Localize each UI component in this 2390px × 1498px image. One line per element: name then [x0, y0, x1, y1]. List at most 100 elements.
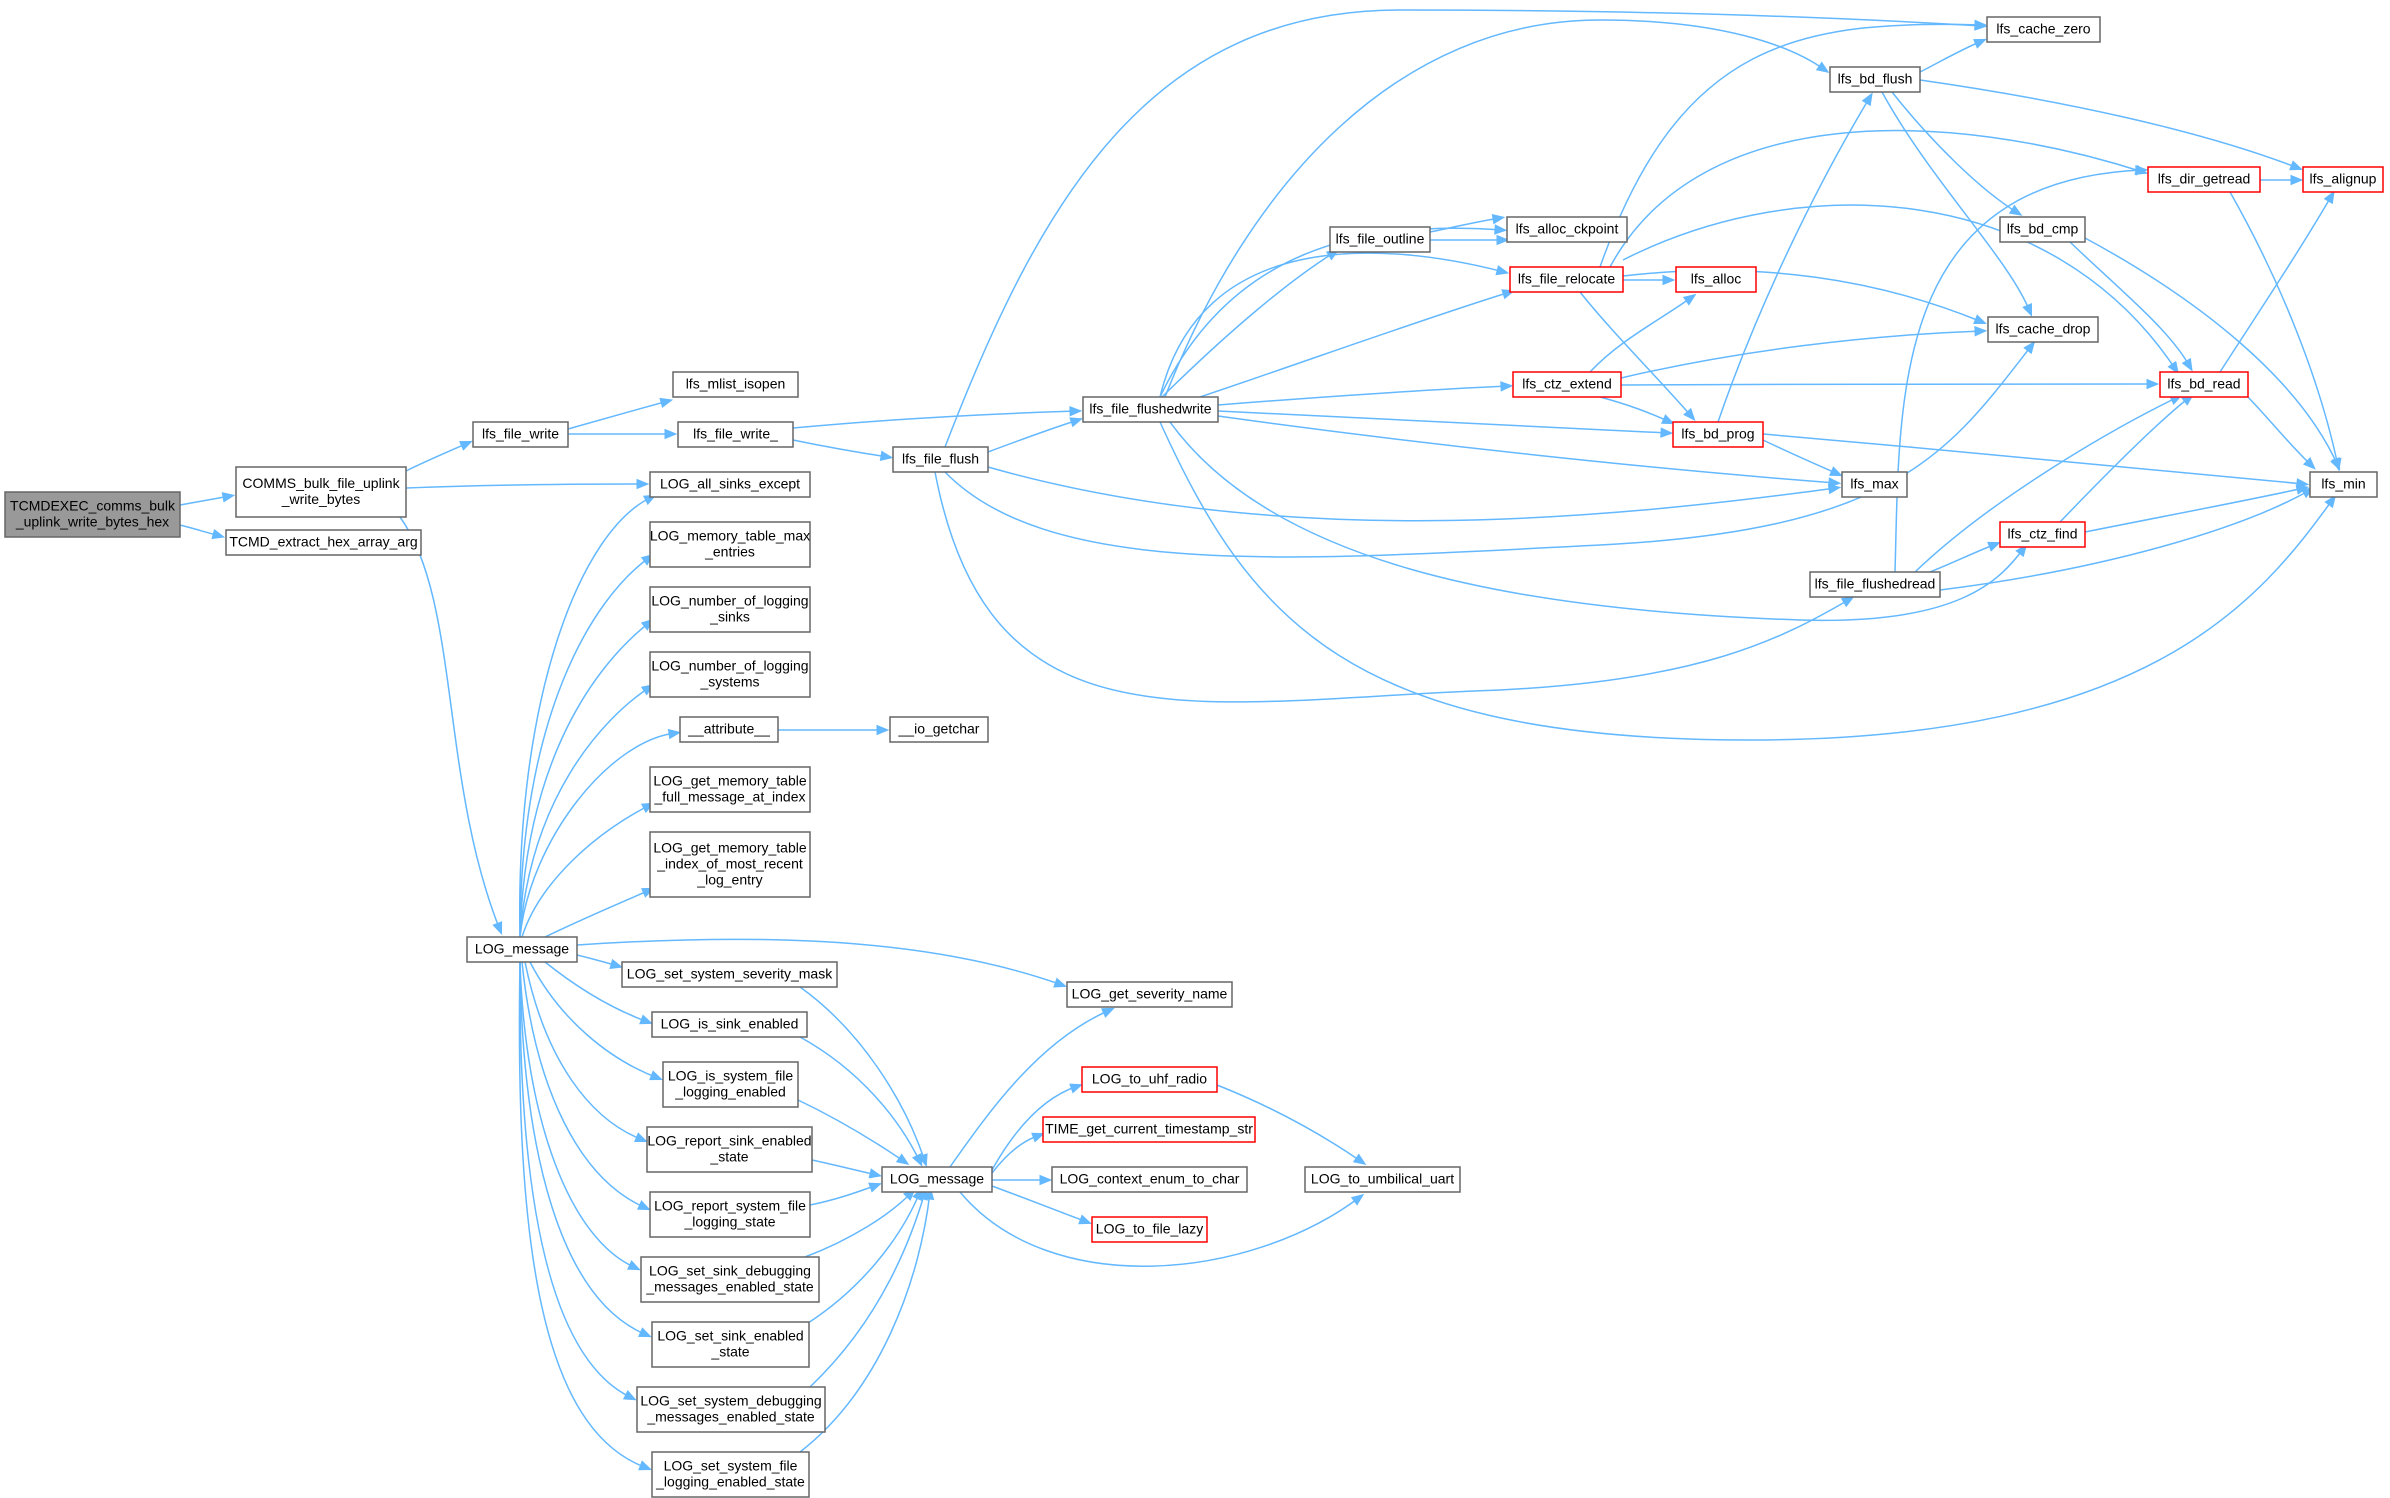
edge-log_message_a-to-log_set_sink_enabled [519, 961, 652, 1338]
node-lfs-file-flush[interactable]: lfs_file_flush [892, 446, 989, 473]
node-log-get-full-message[interactable]: LOG_get_memory_table_full_message_at_ind… [649, 766, 811, 813]
node-lfs-file-flushedwrite[interactable]: lfs_file_flushedwrite [1082, 396, 1219, 423]
node-log-set-sys-file[interactable]: LOG_set_system_file_logging_enabled_stat… [651, 1451, 810, 1498]
node-lfs-alloc-ckpoint[interactable]: lfs_alloc_ckpoint [1506, 216, 1628, 243]
node-log-to-uhf-radio[interactable]: LOG_to_uhf_radio [1081, 1066, 1218, 1093]
node-label: LOG_message [890, 1171, 984, 1187]
edge-line [1159, 421, 2334, 741]
node-lfs-cache-drop[interactable]: lfs_cache_drop [1987, 316, 2099, 343]
edge-lfs_bd_flush-to-lfs_bd_cmp [1891, 91, 2023, 216]
edge-lfs_file_flushedread-to-lfs_ctz_find [1929, 541, 2001, 573]
arrowhead [868, 1182, 883, 1193]
edge-line [519, 961, 633, 1399]
node-lfs-dir-getread[interactable]: lfs_dir_getread [2147, 166, 2261, 193]
node-box [1506, 216, 1628, 243]
node-lfs-file-relocate[interactable]: lfs_file_relocate [1509, 266, 1624, 293]
node-lfs-file-write[interactable]: lfs_file_write [472, 421, 569, 448]
node-lfs-ctz-extend[interactable]: lfs_ctz_extend [1512, 371, 1622, 398]
edge-line [2084, 487, 2305, 533]
node-label: lfs_alloc_ckpoint [1516, 221, 1619, 237]
edge-line [991, 1134, 1041, 1174]
edge-line [792, 410, 1078, 429]
edge-line [1161, 251, 1336, 398]
node-lfs-file-outline[interactable]: lfs_file_outline [1329, 226, 1431, 253]
node-lfs-min[interactable]: lfs_min [2309, 471, 2378, 498]
node-box [1304, 1166, 1461, 1193]
arrowhead [1828, 477, 1842, 488]
node-comms-bulk[interactable]: COMMS_bulk_file_uplink_write_bytes [235, 466, 407, 518]
arrowhead [1660, 427, 1674, 438]
edge-log_set_sys_debug-to-log_message_b [809, 1186, 928, 1388]
node-log-memory-table-max[interactable]: LOG_memory_table_max_entries [649, 521, 811, 568]
node-lfs-bd-cmp[interactable]: lfs_bd_cmp [1999, 216, 2086, 243]
node-log-report-sys-file-state[interactable]: LOG_report_system_file_logging_state [649, 1191, 811, 1238]
node-lfs-bd-flush[interactable]: lfs_bd_flush [1829, 66, 1921, 93]
node-log-number-systems[interactable]: LOG_number_of_logging_systems [649, 651, 811, 698]
node-log-set-sys-sev-mask[interactable]: LOG_set_system_severity_mask [621, 961, 838, 988]
node-label: lfs_bd_read [2167, 376, 2240, 392]
node-tcmd-extract[interactable]: TCMD_extract_hex_array_arg [225, 529, 422, 556]
node-log-to-umbilical[interactable]: LOG_to_umbilical_uart [1304, 1166, 1461, 1193]
node-log-is-sink-enabled[interactable]: LOG_is_sink_enabled [651, 1011, 808, 1038]
node-box [1841, 471, 1908, 498]
edge-line [934, 471, 1851, 703]
node-lfs-bd-prog[interactable]: lfs_bd_prog [1672, 421, 1764, 448]
arrowhead [876, 724, 890, 736]
node-log-set-sink-debug[interactable]: LOG_set_sink_debugging_messages_enabled_… [640, 1256, 820, 1303]
node-log-set-sys-debug[interactable]: LOG_set_system_debugging_messages_enable… [636, 1386, 826, 1433]
arrowhead [2289, 160, 2303, 171]
node-box [1675, 266, 1757, 293]
node-lfs-cache-zero[interactable]: lfs_cache_zero [1986, 16, 2101, 43]
edge-line [949, 1009, 1111, 1168]
node-lfs-alignup[interactable]: lfs_alignup [2302, 166, 2384, 193]
edge-line [544, 889, 651, 938]
node-lfs-alloc[interactable]: lfs_alloc [1675, 266, 1757, 293]
node-label: LOG_get_severity_name [1072, 986, 1228, 1002]
edge-log_is_sys_file_enabled-to-log_message_b [797, 1099, 910, 1165]
arrowhead [1101, 1007, 1115, 1018]
node-log-is-sys-file-enabled[interactable]: LOG_is_system_file_logging_enabled [662, 1061, 799, 1108]
node-label: _index_of_most_recent [656, 856, 803, 872]
node-label: LOG_number_of_logging [651, 593, 808, 609]
edge-line [1164, 19, 1826, 398]
arrowhead [1350, 1193, 1365, 1206]
node-lfs-ctz-find[interactable]: lfs_ctz_find [1999, 521, 2086, 548]
node-log-set-sink-enabled[interactable]: LOG_set_sink_enabled_state [651, 1321, 810, 1368]
node-lfs-max[interactable]: lfs_max [1841, 471, 1908, 498]
edge-line [405, 483, 645, 489]
node-log-number-sinks[interactable]: LOG_number_of_logging_sinks [649, 586, 811, 633]
node-log-get-index-recent[interactable]: LOG_get_memory_table_index_of_most_recen… [649, 831, 811, 898]
node-log-to-file-lazy[interactable]: LOG_to_file_lazy [1091, 1216, 1208, 1243]
node-time-get-ts[interactable]: TIME_get_current_timestamp_str [1042, 1116, 1256, 1143]
node-box [2159, 371, 2249, 398]
node-io-getchar[interactable]: __io_getchar [889, 716, 989, 743]
node-log-message-b[interactable]: LOG_message [881, 1166, 993, 1193]
node-lfs-file-flushedread[interactable]: lfs_file_flushedread [1809, 571, 1941, 598]
edge-line [399, 516, 501, 931]
edge-log_message_a-to-log_set_sys_sev_mask [576, 954, 624, 969]
edge-lfs_file_flushedwrite-to-lfs_max [1217, 415, 1842, 488]
edge-line [809, 1184, 878, 1206]
node-box [1999, 216, 2086, 243]
edge-line [944, 344, 2033, 558]
edge-log_set_sink_debug-to-log_message_b [804, 1188, 916, 1258]
node-box [649, 766, 811, 813]
node-root[interactable]: TCMDEXEC_comms_bulk_uplink_write_bytes_h… [4, 491, 181, 538]
node-log-get-severity-name[interactable]: LOG_get_severity_name [1066, 981, 1233, 1008]
arrowhead [879, 450, 894, 462]
arrowhead [1973, 314, 1987, 325]
node-log-context-enum[interactable]: LOG_context_enum_to_char [1051, 1166, 1248, 1193]
node-attribute[interactable]: __attribute__ [679, 716, 779, 743]
edge-lfs_file_write_-to-lfs_file_flushedwrite [792, 405, 1083, 429]
node-log-report-sink-state[interactable]: LOG_report_sink_enabled_state [646, 1126, 813, 1173]
node-log-all-sinks-except[interactable]: LOG_all_sinks_except [649, 471, 811, 498]
node-lfs-bd-read[interactable]: lfs_bd_read [2159, 371, 2249, 398]
node-box [672, 371, 799, 398]
edge-lfs_file_flush-to-lfs_file_flushedwrite [987, 417, 1084, 453]
arrowhead [1500, 381, 1514, 392]
node-log-message-a[interactable]: LOG_message [466, 936, 578, 963]
arrowhead [1827, 483, 1842, 495]
node-lfs-mlist-isopen[interactable]: lfs_mlist_isopen [672, 371, 799, 398]
node-label: _write_bytes [281, 491, 361, 507]
node-lfs-file-write-[interactable]: lfs_file_write_ [677, 421, 794, 448]
